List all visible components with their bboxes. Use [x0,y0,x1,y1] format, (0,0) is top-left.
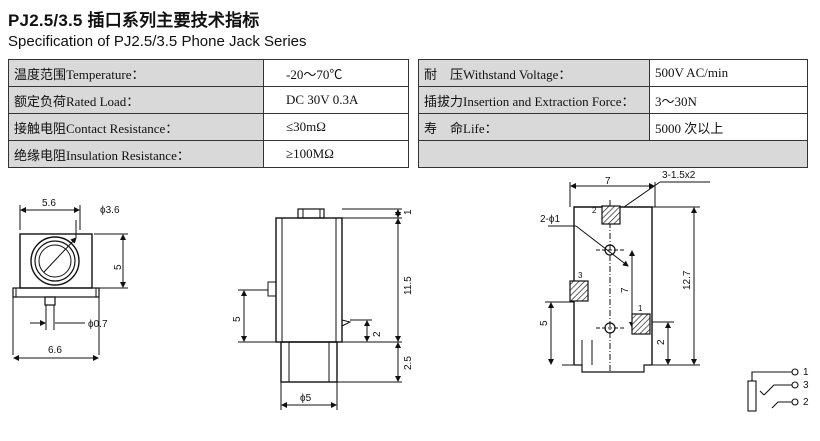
front-dim-height: 5 [113,264,124,270]
side-dim-mid: 2 [372,331,383,337]
title-chinese: PJ2.5/3.5 插口系列主要技术指标 [8,11,260,30]
spec-value-insulation: ≥100MΩ [263,140,409,168]
schematic-pin-3: 3 [803,380,809,391]
pcb-pad-label-1: 1 [638,304,643,313]
pcb-dim-left: 5 [539,320,550,326]
spec-value-rated: DC 30V 0.3A [263,86,409,114]
spec-label-insertion: 插拔力Insertion and Extraction Force： [418,86,650,114]
pcb-pad-2 [601,205,621,225]
front-view-drawing [12,205,128,361]
spec-label-contact: 接触电阻Contact Resistance： [8,113,264,141]
spec-label-temperature: 温度范围Temperature： [8,59,264,87]
spec-label-rated: 额定负荷Rated Load： [8,86,264,114]
front-dim-bottom: 6.6 [48,345,62,356]
spec-value-withstand: 500V AC/min [649,59,808,87]
schematic-symbol [747,368,799,412]
pcb-dim-top: 7 [605,176,611,187]
spec-value-insertion: 3～30N [649,86,808,114]
side-dim-bottom: 2.5 [403,356,414,370]
pcb-dim-total: 12.7 [682,270,693,290]
pcb-dim-hole: 2-ϕ1 [540,214,560,225]
pcb-pad-1 [631,313,651,335]
spec-blank-cell [418,140,808,168]
pcb-dim-small: 2 [656,339,667,345]
spec-row: 温度范围Temperature： -20～70℃ 耐 压Withstand Vo… [8,59,808,87]
side-dim-left: 5 [232,316,243,322]
spec-value-temperature: -20～70℃ [263,59,409,87]
schematic-pin-2: 2 [803,397,809,408]
side-dim-diameter: ϕ5 [300,393,312,404]
pcb-pad-label-3: 3 [578,271,583,280]
front-dim-pin: ϕ0.7 [88,319,108,330]
pcb-pad-3 [569,280,589,302]
spec-value-life: 5000 次以上 [649,113,808,141]
front-dim-diameter: ϕ3.6 [100,205,120,216]
spec-row: 额定负荷Rated Load： DC 30V 0.3A 插拔力Insertion… [8,86,808,114]
side-dim-length: 11.5 [403,276,414,295]
title-english: Specification of PJ2.5/3.5 Phone Jack Se… [8,33,307,50]
spec-table: 温度范围Temperature： -20～70℃ 耐 压Withstand Vo… [8,59,808,168]
spec-value-contact: ≤30mΩ [263,113,409,141]
side-dim-top: 1 [403,209,414,215]
front-dim-top: 5.6 [42,198,56,209]
pcb-dim-pad: 3-1.5x2 [662,170,696,181]
spec-label-insulation: 绝缘电阻Insulation Resistance： [8,140,264,168]
schematic-pin-1: 1 [803,367,809,378]
spec-label-withstand: 耐 压Withstand Voltage： [418,59,650,87]
pcb-pad-label-2: 2 [592,206,597,215]
pcb-dim-spacing: 7 [620,287,631,293]
side-view-drawing [238,208,402,410]
spec-row: 接触电阻Contact Resistance： ≤30mΩ 寿 命Life： 5… [8,113,808,141]
spec-label-life: 寿 命Life： [418,113,650,141]
spec-row: 绝缘电阻Insulation Resistance： ≥100MΩ [8,140,808,168]
